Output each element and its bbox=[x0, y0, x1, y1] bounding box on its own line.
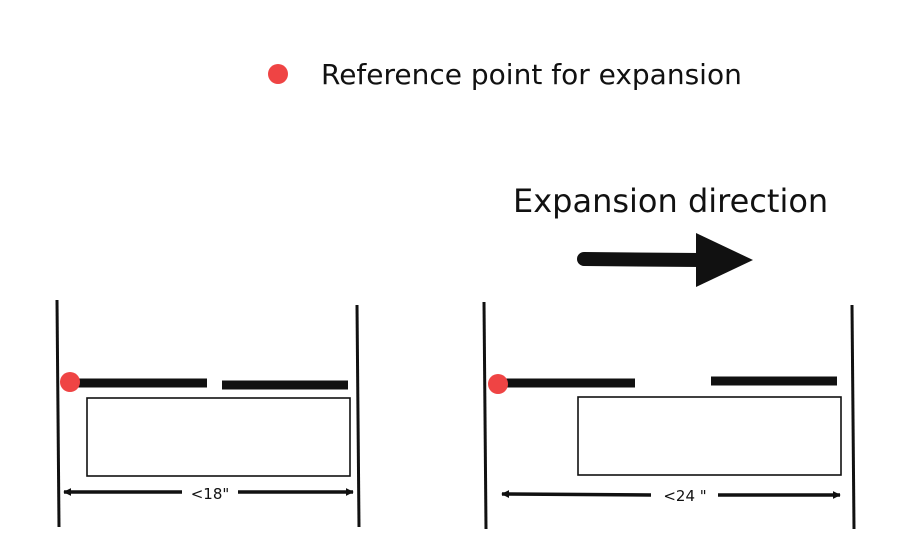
reference-point-icon bbox=[488, 374, 508, 394]
shelf-box bbox=[86, 397, 351, 477]
width-label: <18" bbox=[191, 485, 230, 503]
left-diagram: <18" bbox=[55, 299, 361, 528]
right-wall bbox=[355, 304, 361, 528]
expansion-direction-label: Expansion direction bbox=[513, 182, 828, 220]
legend: Reference point for expansion bbox=[268, 58, 742, 91]
width-label: <24 " bbox=[663, 487, 706, 505]
left-wall bbox=[55, 299, 61, 528]
shelf-box bbox=[577, 396, 842, 476]
expansion-direction: Expansion direction bbox=[513, 182, 828, 287]
legend-reference-point-icon bbox=[268, 64, 288, 84]
legend-label: Reference point for expansion bbox=[321, 58, 742, 91]
right-arrow-icon bbox=[577, 233, 753, 287]
right-wall bbox=[850, 304, 856, 530]
width-dimension-arrow bbox=[501, 490, 652, 499]
right-diagram: <24 " bbox=[482, 301, 856, 530]
left-wall bbox=[482, 301, 488, 530]
reference-point-icon bbox=[60, 372, 80, 392]
